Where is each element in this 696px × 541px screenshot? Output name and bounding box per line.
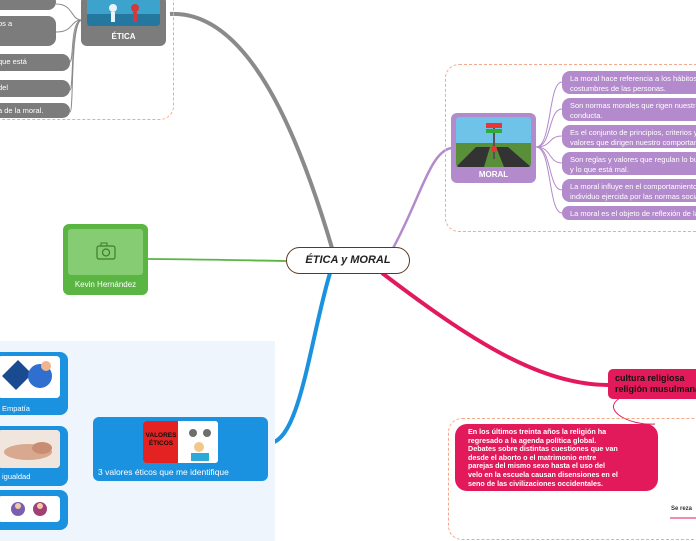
kevin-label: Kevin Hernández (74, 280, 137, 289)
central-topic[interactable]: ÉTICA y MORAL (286, 247, 410, 274)
cultura-node[interactable]: cultura religiosa religión musulmana (608, 369, 696, 399)
igualdad-art (0, 430, 60, 468)
moral-item-4[interactable]: Son reglas y valores que regulan lo buen… (562, 152, 696, 175)
etica-zone (0, 0, 174, 120)
valores-child-igualdad[interactable]: igualdad (0, 426, 68, 486)
igualdad-label: igualdad (2, 472, 31, 481)
connector-lines (55, 3, 696, 519)
moral-item-6[interactable]: La moral es el objeto de reflexión de la… (562, 206, 696, 220)
etica-scene-icon (87, 0, 160, 26)
igualdad-image (0, 430, 60, 468)
etica-image (87, 0, 160, 26)
camera-icon (96, 242, 116, 260)
valores-child-3-art (0, 496, 60, 522)
valores-child-empatia[interactable]: Empatía (0, 352, 68, 415)
etica-item-3[interactable]: que está (0, 54, 70, 71)
valores-image-text: VALORES ÉTICOS (145, 432, 177, 447)
cultura-paragraph-box[interactable]: En los últimos treinta años la religión … (455, 424, 658, 491)
road-sign-icon (456, 117, 531, 167)
etica-label: ÉTICA (111, 32, 136, 41)
etica-item-5[interactable]: a de la moral. (0, 103, 70, 118)
empatia-label: Empatía (2, 404, 30, 413)
etica-item-text: que está (0, 57, 27, 66)
link-central-kevin (147, 258, 287, 262)
empatia-art (0, 356, 60, 398)
moral-item-5[interactable]: La moral influye en el comportamiento de… (562, 179, 696, 202)
etica-item-text: a de la moral. (0, 106, 44, 115)
etica-node[interactable]: ÉTICA (81, 0, 166, 46)
moral-item-1[interactable]: La moral hace referencia a los hábitos y… (562, 71, 696, 94)
valores-label: 3 valores éticos que me identifique (98, 467, 229, 477)
etica-item-text: del (0, 83, 9, 92)
moral-item-3[interactable]: Es el conjunto de principios, criterios … (562, 125, 696, 148)
moral-image (456, 117, 531, 167)
image-placeholder (68, 229, 143, 275)
moral-label: MORAL (478, 170, 509, 179)
valores-image-art (143, 421, 218, 463)
valores-child-3-image (0, 496, 60, 522)
etica-item-4[interactable]: del (0, 80, 70, 97)
cultura-title: cultura religiosa religión musulmana (615, 373, 696, 394)
cultura-fragment: Se reza (671, 506, 693, 512)
moral-item-2[interactable]: Son normas morales que rigen nuestra con… (562, 98, 696, 121)
valores-child-3[interactable] (0, 490, 68, 530)
etica-item-2[interactable]: os a (0, 16, 56, 46)
cultura-paragraph: En los últimos treinta años la religión … (468, 427, 618, 488)
link-central-moral (390, 146, 453, 251)
link-central-valores (269, 272, 332, 445)
etica-item-text: os a (0, 19, 13, 28)
link-central-cultura (380, 271, 609, 387)
etica-item-1[interactable] (0, 0, 56, 10)
empatia-image (0, 356, 60, 398)
kevin-node[interactable]: Kevin Hernández (63, 224, 148, 295)
link-central-etica (169, 11, 334, 249)
moral-node[interactable]: MORAL (451, 113, 536, 183)
valores-image: VALORES ÉTICOS (143, 421, 218, 463)
valores-node[interactable]: VALORES ÉTICOS 3 valores éticos que me i… (93, 417, 268, 481)
moral-zone (445, 64, 696, 232)
